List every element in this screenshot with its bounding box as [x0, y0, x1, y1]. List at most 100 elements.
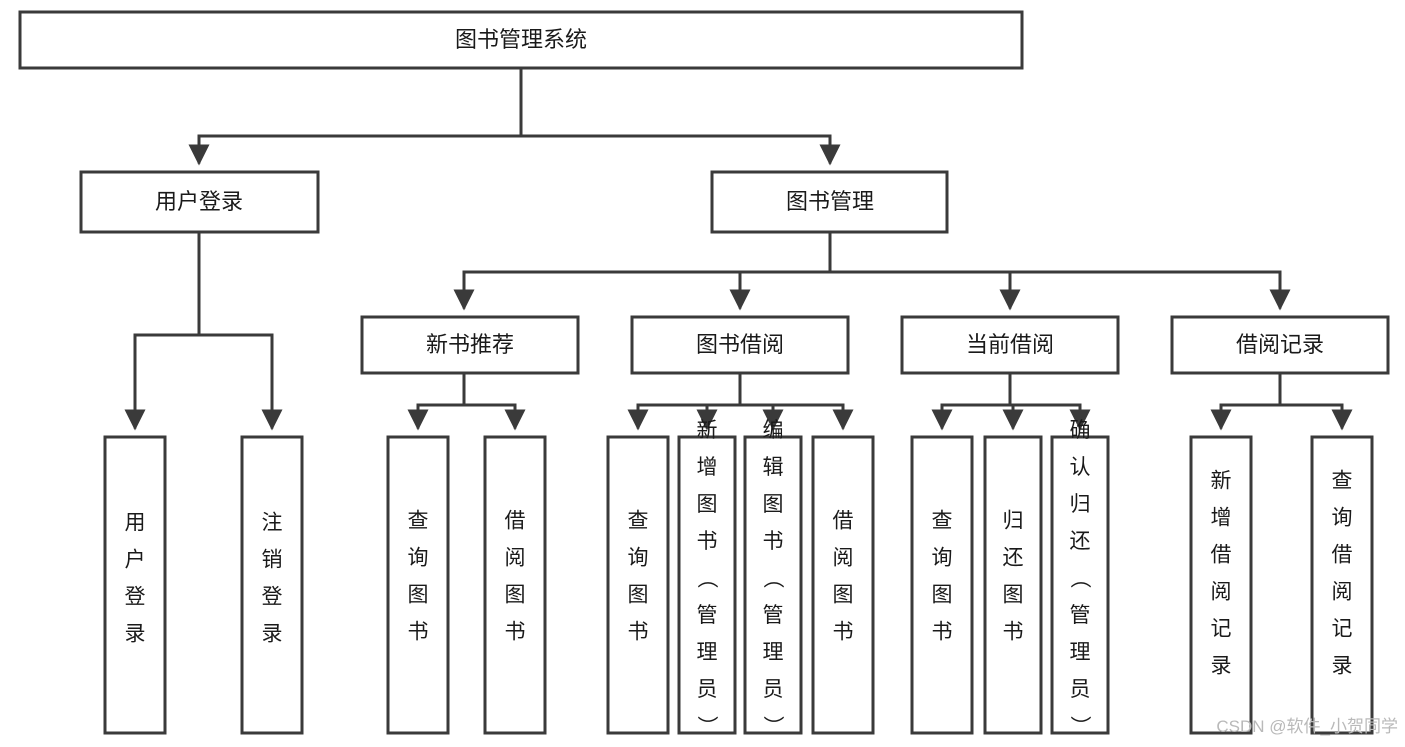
svg-text:询: 询 — [628, 547, 649, 570]
svg-text:录: 录 — [125, 623, 146, 646]
node-borrow-record-box[interactable] — [1170, 315, 1390, 375]
node-user-login[interactable]: 用户登录 — [79, 170, 320, 234]
svg-text:（: （ — [1068, 568, 1091, 589]
node-new-book-recommend-box[interactable] — [360, 315, 580, 375]
svg-text:询: 询 — [1332, 507, 1353, 530]
svg-text:归: 归 — [1003, 510, 1024, 533]
leaf-node-add-borrow-record-box[interactable] — [1189, 435, 1253, 735]
node-user-login-label: 用户登录 — [155, 189, 243, 214]
leaf-node-logout-box[interactable] — [240, 435, 304, 735]
node-current-borrow-box[interactable] — [900, 315, 1120, 375]
svg-text:阅: 阅 — [1332, 581, 1353, 604]
svg-text:理: 理 — [697, 641, 718, 664]
leaf-node-query-book-recommend-box[interactable] — [386, 435, 450, 735]
node-borrow-record[interactable]: 借阅记录 — [1170, 315, 1390, 375]
leaf-node-confirm-return-box[interactable] — [1050, 435, 1110, 735]
svg-text:查: 查 — [408, 510, 429, 533]
leaf-node-user-login-label: 用户登录 — [125, 512, 146, 646]
node-current-borrow[interactable]: 当前借阅 — [900, 315, 1120, 375]
svg-text:登: 登 — [262, 586, 283, 609]
node-book-borrow[interactable]: 图书借阅 — [630, 315, 850, 375]
svg-text:书: 书 — [408, 621, 429, 644]
node-book-management-label: 图书管理 — [786, 189, 874, 214]
node-book-management[interactable]: 图书管理 — [710, 170, 949, 234]
svg-text:认: 认 — [1070, 456, 1091, 479]
svg-text:归: 归 — [1070, 493, 1091, 516]
svg-text:书: 书 — [628, 621, 649, 644]
leaf-node-add-book-box[interactable] — [677, 435, 737, 735]
leaf-node-user-login[interactable]: 用户登录 — [103, 435, 167, 735]
leaf-node-borrow-book-box[interactable] — [811, 435, 875, 735]
leaf-node-query-book-borrow-box[interactable] — [606, 435, 670, 735]
connector-layer — [124, 66, 1353, 431]
svg-text:员: 员 — [763, 678, 784, 701]
svg-text:）: ） — [695, 716, 718, 737]
svg-text:图: 图 — [932, 584, 953, 607]
svg-text:还: 还 — [1003, 547, 1024, 570]
svg-text:借: 借 — [833, 510, 854, 533]
svg-text:图: 图 — [697, 493, 718, 516]
svg-text:图: 图 — [1003, 584, 1024, 607]
svg-text:图: 图 — [833, 584, 854, 607]
node-book-borrow-box[interactable] — [630, 315, 850, 375]
svg-text:书: 书 — [697, 530, 718, 553]
node-new-book-recommend-label: 新书推荐 — [426, 332, 514, 357]
svg-text:图: 图 — [628, 584, 649, 607]
svg-text:阅: 阅 — [1211, 581, 1232, 604]
svg-text:书: 书 — [763, 530, 784, 553]
svg-text:录: 录 — [1211, 655, 1232, 678]
node-new-book-recommend[interactable]: 新书推荐 — [360, 315, 580, 375]
svg-text:确: 确 — [1070, 419, 1091, 442]
svg-text:管: 管 — [697, 604, 718, 627]
node-root-box[interactable] — [18, 10, 1024, 70]
svg-text:还: 还 — [1070, 530, 1091, 553]
leaf-node-return-book-box[interactable] — [983, 435, 1043, 735]
svg-text:新: 新 — [1211, 470, 1232, 493]
svg-text:书: 书 — [505, 621, 526, 644]
svg-text:）: ） — [761, 716, 784, 737]
svg-text:书: 书 — [1003, 621, 1024, 644]
leaf-node-borrow-book-recommend-box[interactable] — [483, 435, 547, 735]
svg-text:查: 查 — [932, 510, 953, 533]
leaf-node-user-login-box[interactable] — [103, 435, 167, 735]
leaf-node-query-book-current-box[interactable] — [910, 435, 974, 735]
svg-text:用: 用 — [125, 512, 146, 535]
svg-text:理: 理 — [1070, 641, 1091, 664]
node-book-management-box[interactable] — [710, 170, 949, 234]
node-borrow-record-label: 借阅记录 — [1236, 332, 1324, 357]
svg-text:图: 图 — [505, 584, 526, 607]
leaf-node-query-borrow-record-box[interactable] — [1310, 435, 1374, 735]
leaf-node-edit-book-box[interactable] — [743, 435, 803, 735]
svg-text:书: 书 — [932, 621, 953, 644]
node-root[interactable]: 图书管理系统 — [18, 10, 1024, 70]
node-user-login-box[interactable] — [79, 170, 320, 234]
svg-text:录: 录 — [262, 623, 283, 646]
svg-text:借: 借 — [1211, 544, 1232, 567]
svg-text:记: 记 — [1211, 618, 1232, 641]
svg-text:增: 增 — [1211, 507, 1232, 530]
svg-text:新: 新 — [697, 419, 718, 442]
svg-text:员: 员 — [1070, 678, 1091, 701]
svg-text:图: 图 — [408, 584, 429, 607]
